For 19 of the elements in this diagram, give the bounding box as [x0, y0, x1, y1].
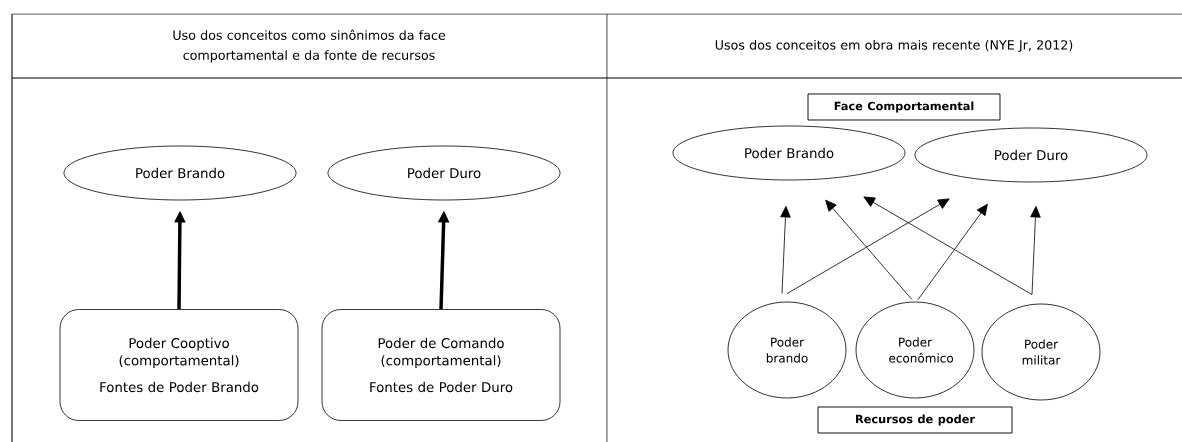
rounded-box: Poder de Comando (comportamental) Fontes de Poder Duro — [321, 309, 561, 421]
circle-node: Poder militar — [981, 303, 1101, 401]
table-header: Uso dos conceitos como sinônimos da face comportamental e da fonte de recursos — [173, 29, 446, 63]
label-box: Recursos de poder — [817, 406, 1013, 434]
table-header: Usos dos conceitos em obra mais recente (NYE Jr, 2012) — [715, 39, 1073, 53]
ellipse-node: Poder Duro — [327, 145, 561, 201]
arrow — [780, 206, 791, 294]
arrow — [863, 196, 1033, 295]
label-box: Face Comportamental — [807, 93, 1001, 121]
rounded-box: Poder Cooptivo (comportamental) Fontes de Poder Brando — [59, 309, 299, 421]
ellipse-node: Poder Brando — [63, 145, 297, 201]
circle-node: Poder brando — [727, 301, 847, 399]
arrow — [825, 199, 913, 300]
ellipse-node: Poder Brando — [672, 125, 906, 181]
ellipse-node: Poder Duro — [914, 127, 1148, 183]
arrow — [1030, 206, 1041, 295]
circle-node: Poder econômico — [855, 301, 975, 399]
arrow — [917, 203, 988, 300]
arrow — [786, 198, 950, 294]
